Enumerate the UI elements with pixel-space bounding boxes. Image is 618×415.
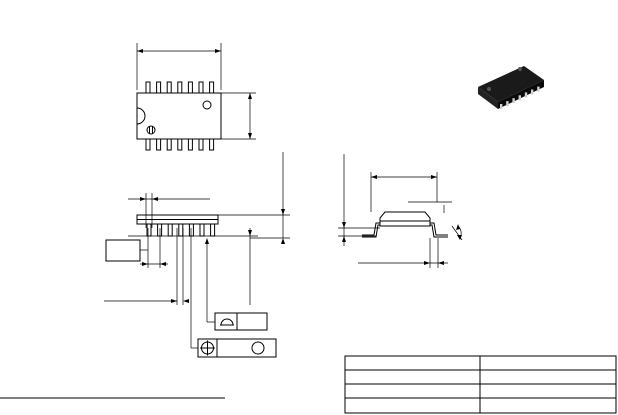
arrow-down <box>248 133 252 139</box>
reference-box <box>105 239 141 262</box>
arrow <box>205 238 209 244</box>
package-3d-pin <box>531 89 534 95</box>
package-3d-pin <box>512 98 515 104</box>
bottom-pin <box>177 138 183 151</box>
flatness-symbol-icon <box>220 318 234 326</box>
package-3d-front <box>498 80 544 109</box>
arrow <box>424 261 430 265</box>
arrow <box>371 175 377 179</box>
left-lead-inner <box>362 224 380 238</box>
arrow <box>160 262 166 266</box>
front-lead <box>199 223 205 237</box>
front-lead <box>210 223 216 237</box>
bottom-pin <box>156 138 162 151</box>
arrow <box>342 236 346 242</box>
front-lead <box>146 223 152 237</box>
arrow-top <box>281 209 285 215</box>
front-lead <box>157 223 163 237</box>
left-lead <box>362 222 380 236</box>
package-3d-pin <box>524 92 528 98</box>
flatness-frame <box>214 312 268 331</box>
front-lead <box>167 223 173 237</box>
package-3d-image <box>478 66 544 109</box>
package-3d-pin <box>500 104 503 109</box>
arrow <box>248 230 252 236</box>
front-leads <box>146 223 216 237</box>
bottom-pin <box>145 138 151 151</box>
right-lead-inner <box>430 224 448 238</box>
front-lead <box>188 223 194 237</box>
top-pin <box>209 81 215 94</box>
arrow <box>342 222 346 228</box>
arrow <box>457 235 462 240</box>
arrow-right <box>215 49 221 53</box>
pin1-notch <box>136 107 146 125</box>
package-3d-pins <box>500 86 540 109</box>
arrow <box>438 261 444 265</box>
package-3d-pin <box>506 101 509 107</box>
package-3d-dot <box>487 87 491 91</box>
pin-one-marker-icon <box>146 125 156 135</box>
front-view <box>0 152 290 399</box>
arrow-up <box>248 93 252 99</box>
arrow <box>140 197 146 201</box>
package-3d-top <box>478 66 544 102</box>
top-pin <box>187 81 193 94</box>
arrow <box>142 262 148 266</box>
arrow <box>152 197 158 201</box>
bottom-pin <box>209 138 215 151</box>
arrow <box>431 175 437 179</box>
side-package-body <box>379 211 431 227</box>
top-pins <box>145 81 215 94</box>
top-pin <box>177 81 183 94</box>
arrow-left <box>137 49 143 53</box>
bottom-pins <box>145 138 215 151</box>
index-mark-circle <box>202 100 212 110</box>
top-pin <box>145 81 151 94</box>
package-3d-side <box>478 87 498 109</box>
bottom-pin <box>198 138 204 151</box>
package-3d-pin <box>518 95 521 101</box>
front-lead <box>178 223 184 237</box>
package-3d-pin <box>537 86 540 92</box>
bottom-pin <box>166 138 172 151</box>
bottom-pin <box>187 138 193 151</box>
top-view <box>136 43 256 151</box>
arrow <box>171 299 177 303</box>
arrow <box>183 299 189 303</box>
top-pin <box>198 81 204 94</box>
arrow <box>456 224 460 230</box>
position-symbol-icon <box>200 340 215 356</box>
dimension-table <box>344 355 617 414</box>
diameter-circle-icon <box>251 341 265 355</box>
package-3d-dot <box>518 67 522 71</box>
top-pin <box>156 81 162 94</box>
side-view <box>338 154 463 268</box>
arrow-bottom <box>281 238 285 244</box>
top-pin <box>166 81 172 94</box>
right-lead <box>430 222 448 236</box>
